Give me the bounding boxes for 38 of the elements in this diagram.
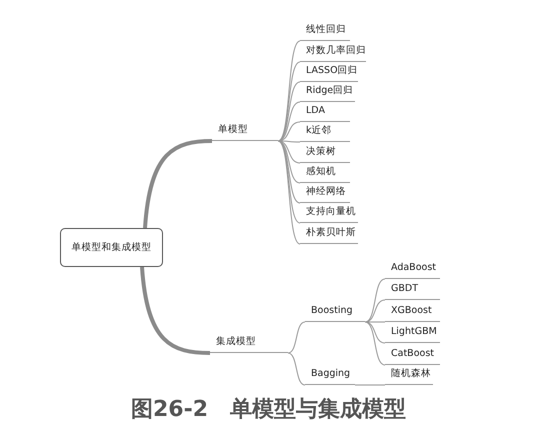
- branch-line: [278, 40, 300, 142]
- topic-label: Boosting: [305, 303, 365, 322]
- topic-label: 集成模型: [210, 334, 288, 353]
- figure-caption: 图26-2 单模型与集成模型: [130, 396, 408, 424]
- topic-label: 线性回归: [300, 22, 350, 41]
- branch-line: [288, 322, 306, 354]
- topic-label: 对数几率回归: [300, 43, 366, 62]
- topic-label: 决策树: [300, 144, 350, 163]
- branch-line: [140, 266, 210, 355]
- topic-label: CatBoost: [385, 346, 440, 365]
- topic-label: 神经网络: [300, 184, 350, 203]
- topic-label: 随机森林: [385, 366, 433, 385]
- topic-label: LightGBM: [385, 324, 440, 343]
- branch-line: [278, 62, 300, 142]
- topic-label: AdaBoost: [385, 260, 440, 279]
- topic-label: XGBoost: [385, 303, 440, 322]
- branch-line: [278, 82, 300, 142]
- branch-line: [288, 352, 306, 386]
- topic-label: Ridge回归: [300, 83, 355, 102]
- branch-line: [143, 139, 212, 228]
- topic-label: Bagging: [305, 366, 355, 385]
- branch-line: [364, 322, 386, 366]
- branch-line: [278, 140, 300, 184]
- topic-label: LASSO回归: [300, 63, 358, 82]
- topic-label: 支持向量机: [300, 204, 358, 223]
- topic-label: 单模型: [212, 122, 278, 141]
- root-topic-box: 单模型和集成模型: [60, 228, 163, 267]
- branch-line: [278, 102, 300, 142]
- branch-line: [364, 278, 386, 322]
- branch-line: [364, 322, 386, 344]
- topic-label: 朴素贝叶斯: [300, 225, 358, 244]
- branch-line: [354, 384, 386, 386]
- branch-line: [278, 140, 300, 244]
- topic-label: 感知机: [300, 164, 350, 183]
- topic-label: k近邻: [300, 123, 350, 142]
- topic-label: LDA: [300, 103, 350, 122]
- topic-label: GBDT: [385, 281, 440, 300]
- branch-line: [364, 300, 386, 322]
